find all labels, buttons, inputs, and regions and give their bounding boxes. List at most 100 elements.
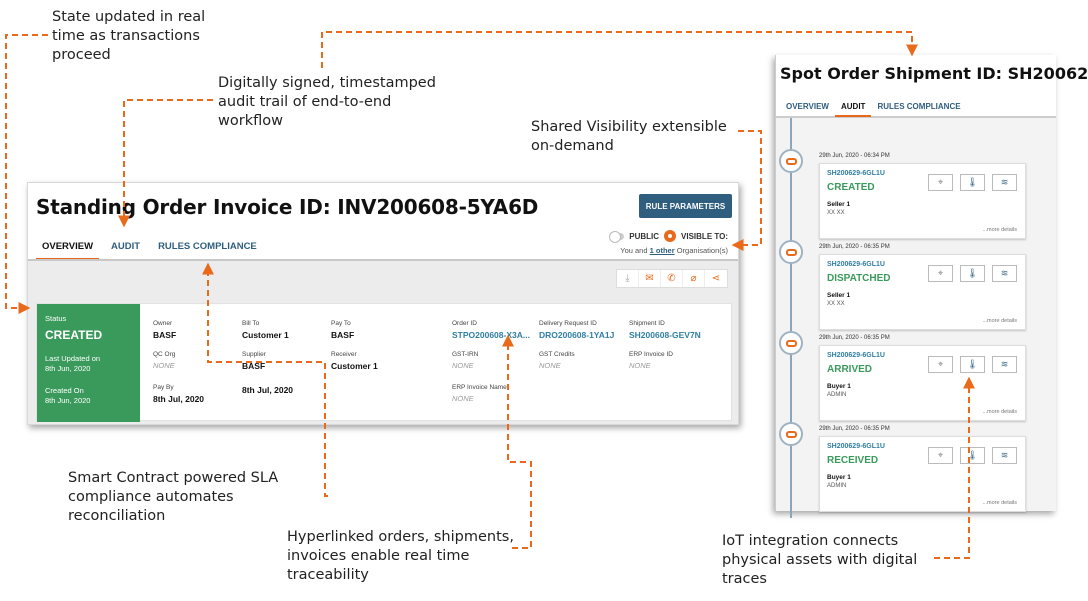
public-toggle[interactable] xyxy=(609,230,625,243)
event-status: RECEIVED xyxy=(827,455,879,466)
rule-parameters-button[interactable]: RULE PARAMETERS xyxy=(639,194,732,218)
location-pin-icon[interactable]: ⌖ xyxy=(928,174,953,191)
event-shipment-link[interactable]: SH200629-6GL1U xyxy=(827,352,885,359)
thermometer-icon[interactable]: 🌡 xyxy=(960,356,985,373)
thermometer-icon[interactable]: 🌡 xyxy=(960,265,985,282)
more-details-link[interactable]: ...more details xyxy=(982,318,1017,324)
shipment-title: Spot Order Shipment ID: SH20062 xyxy=(780,64,1088,83)
thermometer-icon[interactable]: 🌡 xyxy=(960,174,985,191)
more-details-link[interactable]: ...more details xyxy=(982,227,1017,233)
humidity-icon[interactable]: ≋ xyxy=(992,447,1017,464)
delivery-request-link[interactable]: DRO200608-1YA1J xyxy=(539,330,615,340)
event-timestamp: 29th Jun, 2020 - 06:34 PM xyxy=(819,153,890,159)
visibility-orgs: You and 1 other Organisation(s) xyxy=(620,246,728,255)
event-shipment-link[interactable]: SH200629-6GL1U xyxy=(827,170,885,177)
event-status: ARRIVED xyxy=(827,364,873,375)
callout-smart-contract: Smart Contract powered SLA compliance au… xyxy=(68,470,279,524)
event-role: ADMIN xyxy=(827,483,847,489)
audit-event-card: SH200629-6GL1U DISPATCHED Seller 1 XX XX...… xyxy=(819,254,1026,330)
thermometer-icon[interactable]: 🌡 xyxy=(960,447,985,464)
email-icon[interactable]: ✉ xyxy=(639,270,661,287)
event-role: XX XX xyxy=(827,301,845,307)
iot-buttons: ⌖ 🌡 ≋ xyxy=(928,265,1017,282)
callout-state-updated: State updated in real time as transactio… xyxy=(52,9,206,63)
status-value: CREATED xyxy=(45,328,103,342)
event-timestamp: 29th Jun, 2020 - 06:35 PM xyxy=(819,335,890,341)
eye-icon xyxy=(664,230,677,242)
shipment-tabs: OVERVIEW AUDIT RULES COMPLIANCE xyxy=(780,100,967,117)
status-label: Status xyxy=(45,314,67,323)
event-shipment-link[interactable]: SH200629-6GL1U xyxy=(827,443,885,450)
whatsapp-icon[interactable]: ✆ xyxy=(661,270,683,287)
callout-shared-visibility: Shared Visibility extensible on-demand xyxy=(531,119,727,154)
tab-audit[interactable]: AUDIT xyxy=(111,241,141,252)
invoice-title: Standing Order Invoice ID: INV200608-5YA… xyxy=(36,195,539,219)
field-due-date: 8th Jul, 2020 xyxy=(242,385,294,395)
shipment-tab-overview[interactable]: OVERVIEW xyxy=(786,102,829,111)
event-status: CREATED xyxy=(827,182,875,193)
action-toolbar: ⤓ ✉ ✆ ⌀ ⋖ xyxy=(616,269,728,288)
shipment-panel: Spot Order Shipment ID: SH20062 OVERVIEW… xyxy=(775,55,1088,518)
visible-to-label: VISIBLE TO: xyxy=(681,231,728,241)
public-label: PUBLIC xyxy=(629,231,660,241)
other-org-link[interactable]: 1 other xyxy=(649,246,675,255)
event-status: DISPATCHED xyxy=(827,273,891,284)
event-party: Buyer 1 xyxy=(827,383,851,390)
callout-audit-trail: Digitally signed, timestamped audit trai… xyxy=(218,75,436,129)
humidity-icon[interactable]: ≋ xyxy=(992,356,1017,373)
event-party: Seller 1 xyxy=(827,292,851,299)
shipment-id-link[interactable]: SH200608-GEV7N xyxy=(629,330,701,340)
iot-buttons: ⌖ 🌡 ≋ xyxy=(928,174,1017,191)
location-pin-icon[interactable]: ⌖ xyxy=(928,447,953,464)
orgs-text: Organisation(s) xyxy=(676,246,728,255)
event-party: Seller 1 xyxy=(827,201,851,208)
audit-event-card: SH200629-6GL1U CREATED Seller 1 XX XX ...mor… xyxy=(819,163,1026,239)
you-and-text: You and xyxy=(620,246,648,255)
location-pin-icon[interactable]: ⌖ xyxy=(928,356,953,373)
visibility-controls: PUBLIC VISIBLE TO: xyxy=(609,230,728,243)
callout-hyperlinked: Hyperlinked orders, shipments, invoices … xyxy=(287,529,514,583)
humidity-icon[interactable]: ≋ xyxy=(992,265,1017,282)
callout-iot: IoT integration connects physical assets… xyxy=(722,533,918,587)
event-timestamp: 29th Jun, 2020 - 06:35 PM xyxy=(819,426,890,432)
download-icon[interactable]: ⤓ xyxy=(617,270,639,287)
more-details-link[interactable]: ...more details xyxy=(982,409,1017,415)
shipment-tab-audit[interactable]: AUDIT xyxy=(834,100,872,117)
location-pin-icon[interactable]: ⌖ xyxy=(928,265,953,282)
timeline-node-icon xyxy=(779,331,803,355)
event-timestamp: 29th Jun, 2020 - 06:35 PM xyxy=(819,244,890,250)
attachment-icon[interactable]: ⌀ xyxy=(683,270,705,287)
order-id-link[interactable]: STPO200608-X3A... xyxy=(452,330,530,340)
event-shipment-link[interactable]: SH200629-6GL1U xyxy=(827,261,885,268)
share-icon[interactable]: ⋖ xyxy=(711,273,721,284)
audit-timeline xyxy=(790,118,792,518)
iot-buttons: ⌖ 🌡 ≋ xyxy=(928,356,1017,373)
tab-overview[interactable]: OVERVIEW xyxy=(36,238,100,260)
timeline-node-icon xyxy=(779,240,803,264)
event-role: XX XX xyxy=(827,210,845,216)
tab-divider xyxy=(28,259,738,261)
invoice-tabs: OVERVIEW AUDIT RULES COMPLIANCE xyxy=(36,238,269,260)
timeline-node-icon xyxy=(779,422,803,446)
humidity-icon[interactable]: ≋ xyxy=(992,174,1017,191)
shipment-tab-rules-compliance[interactable]: RULES COMPLIANCE xyxy=(877,102,961,111)
tab-rules-compliance[interactable]: RULES COMPLIANCE xyxy=(158,241,257,252)
shipment-header: Spot Order Shipment ID: SH20062 OVERVIEW… xyxy=(776,55,1088,118)
more-details-link[interactable]: ...more details xyxy=(982,500,1017,506)
